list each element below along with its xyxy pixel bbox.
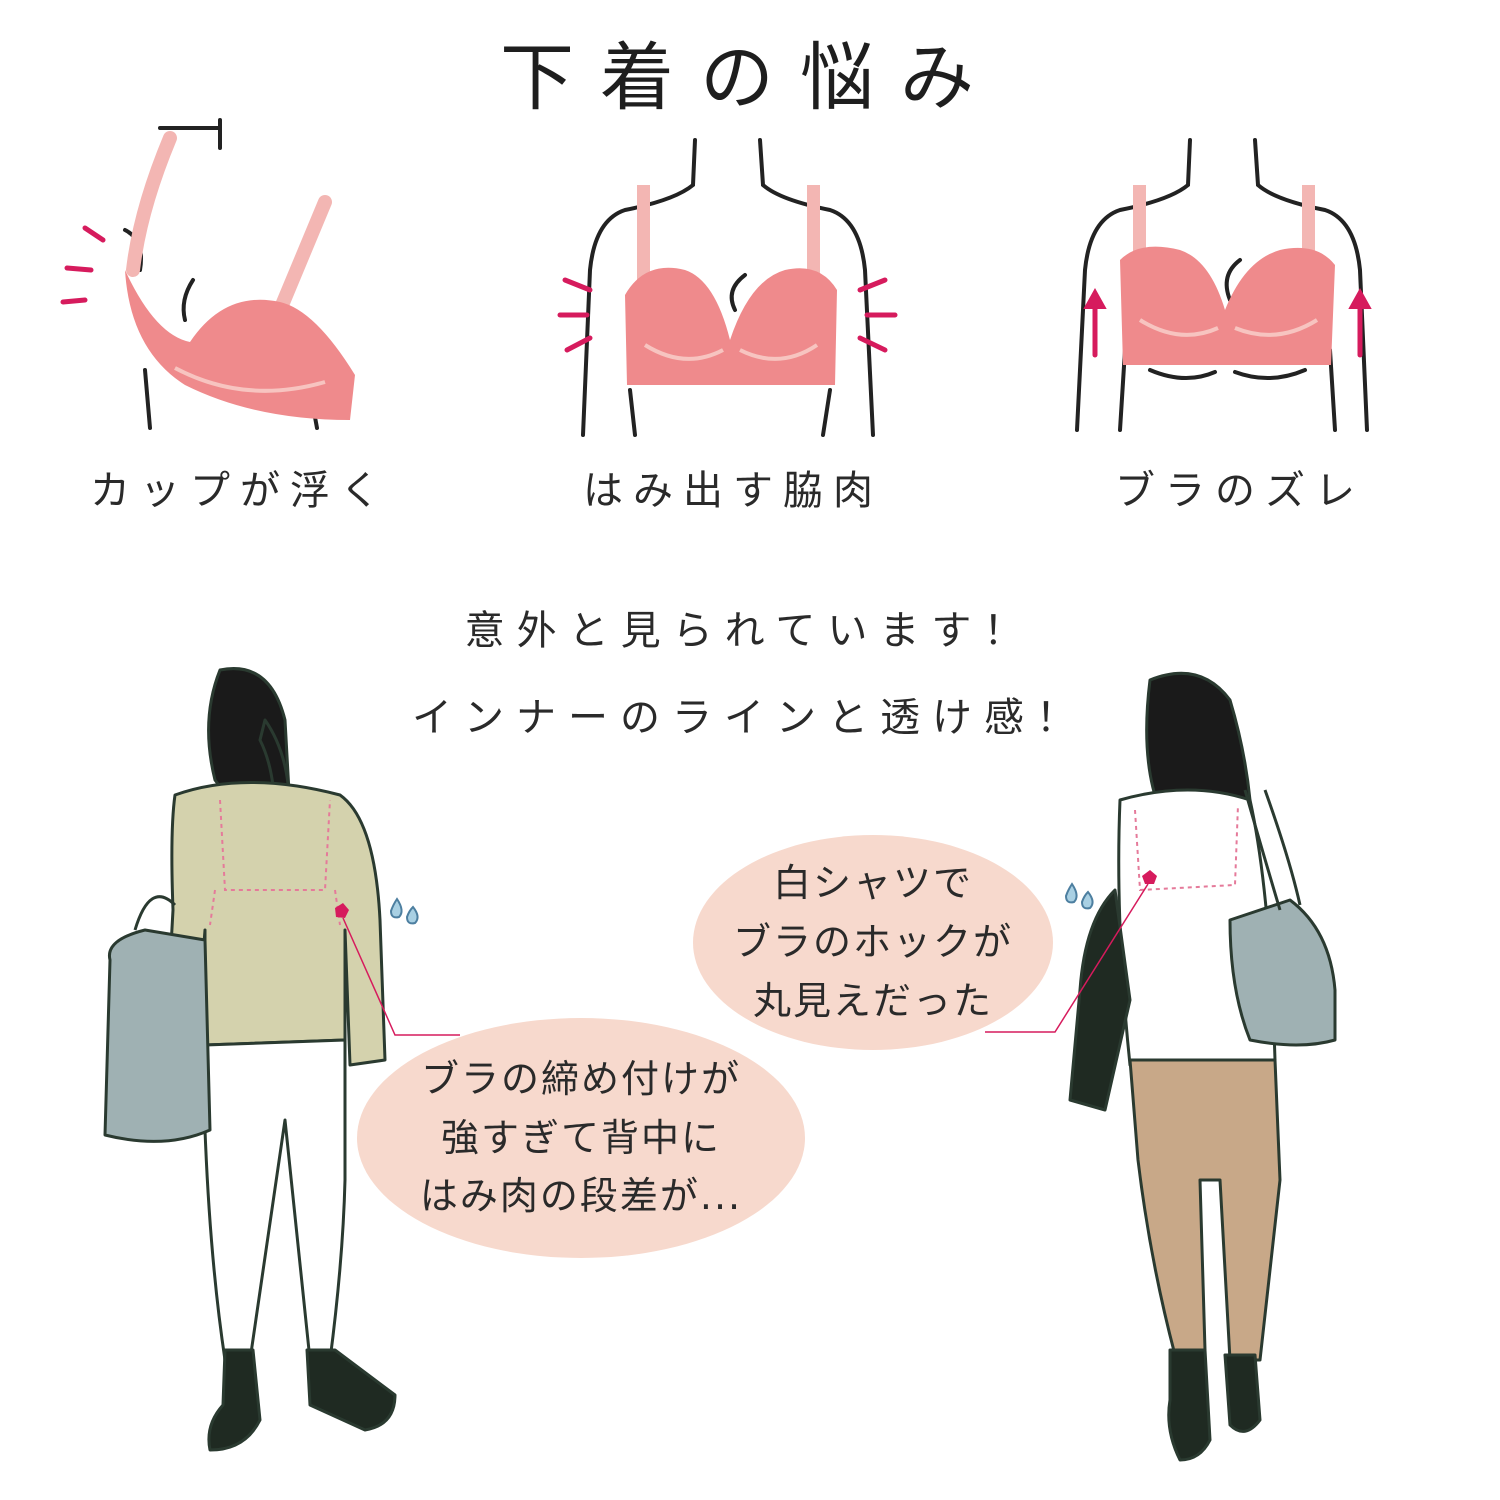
message-line-1: 意外と見られています！ [464,608,1036,654]
marker-icon [335,903,349,918]
woman-white-shirt-illustration [985,671,1337,1462]
pressure-lines-icon [557,277,898,353]
message-line-2: インナーのラインと透け感！ [412,695,1088,741]
woman-jacket-illustration [103,667,460,1452]
cup-lift-illustration [60,118,355,430]
caption-bra-shift: ブラのズレ [1115,468,1365,514]
bubble-line: ブラのホックが [732,920,1013,965]
page-title: 下着の悩み [500,35,1000,121]
bubble-line: 白シャツで [772,861,973,906]
sweat-drop-icon [389,897,419,925]
arrow-up-icon [1083,287,1372,358]
bubble-line: 強すぎて背中に [440,1115,721,1160]
bubble-line: ブラの締め付けが [420,1056,741,1101]
caption-side-fat: はみ出す脇肉 [583,468,883,514]
caption-cup-lift: カップが浮く [90,468,390,514]
bubble-line: 丸見えだった [752,978,993,1023]
bra-shift-illustration [1075,138,1372,432]
speech-bubble-jacket: ブラの締め付けが 強すぎて背中に はみ肉の段差が... [357,1018,805,1258]
speech-bubble-white-shirt: 白シャツで ブラのホックが 丸見えだった [693,835,1053,1050]
bubble-line: はみ肉の段差が... [419,1174,743,1219]
pressure-lines-icon [60,225,106,305]
side-fat-illustration [557,138,898,437]
sweat-drop-icon [1064,882,1094,910]
marker-icon [1142,870,1157,884]
